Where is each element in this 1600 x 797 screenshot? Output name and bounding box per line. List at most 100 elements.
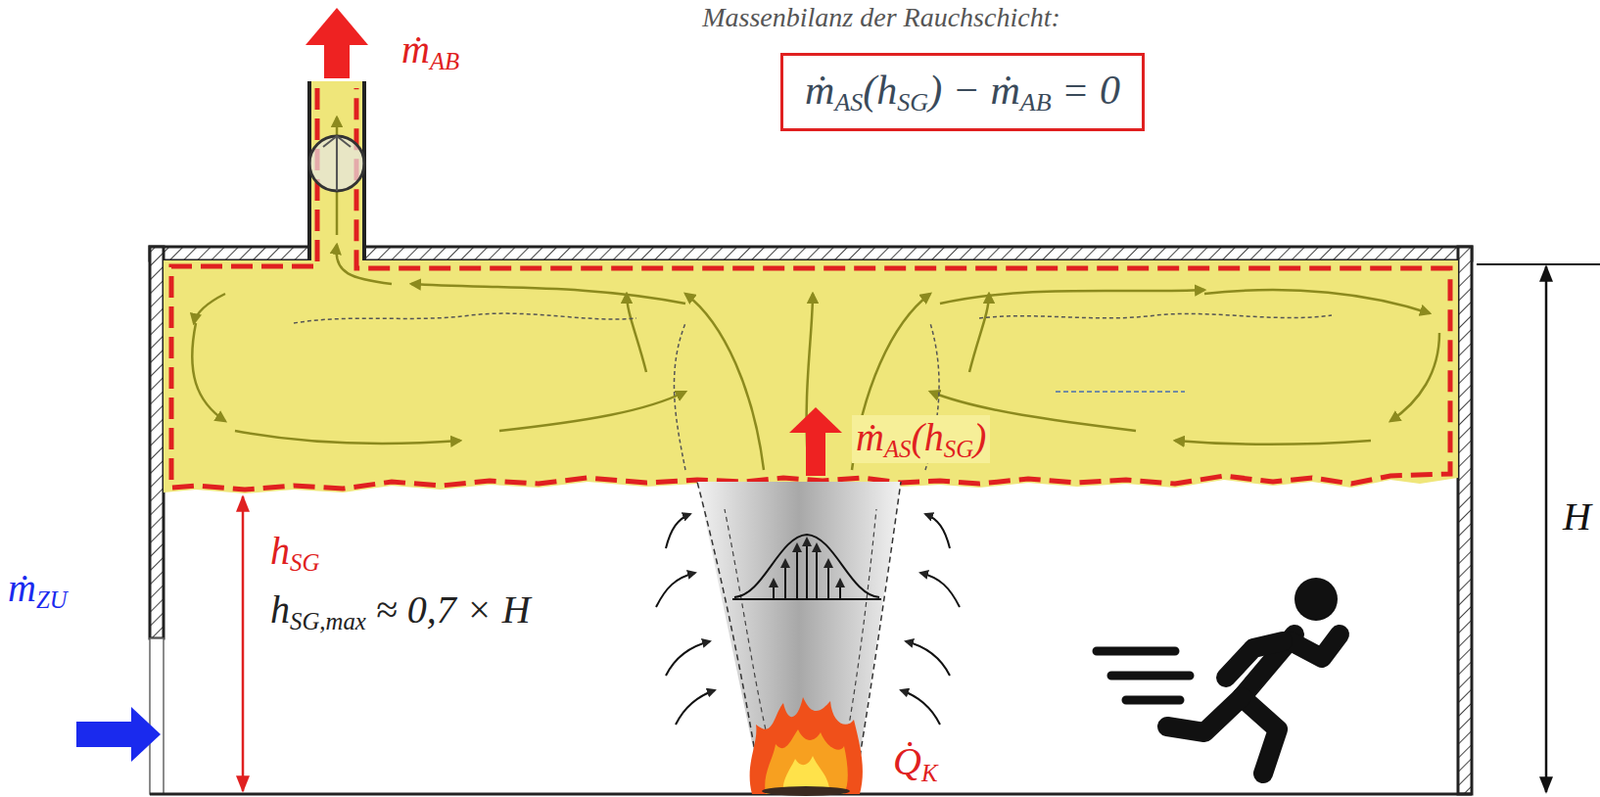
entrainment-arrows [905,641,950,676]
room-height: H [1562,494,1592,540]
equation: ṁAS(hSG) − ṁAB = 0 [804,66,1121,118]
running-person [1241,697,1278,774]
plume-mass-flow: ṁAS(hSG) [851,415,990,464]
symbol: h [270,587,290,632]
running-person [1294,577,1338,621]
fan [309,136,365,191]
fan [323,136,351,191]
symbol: (h [862,67,897,113]
symbol: = 0 [1051,67,1121,113]
running-person [1290,634,1340,659]
symbol: ṁ [804,67,835,113]
supply-mass-flow: ṁZU [7,565,68,614]
entrainment-arrows [900,690,941,725]
smoke-flow-arrows [940,289,1205,304]
fan [309,81,365,261]
fire [761,786,850,797]
fire [750,697,863,795]
running-person [1225,641,1283,678]
running-person [1096,651,1190,701]
room-walls [149,246,164,639]
smoke-flow-arrows [191,323,226,422]
entrainment-arrows [656,514,960,725]
eddies [979,313,1332,319]
symbol: ≈ 0,7 × H [366,587,531,632]
smoke-flow-arrows [685,293,764,471]
fire [764,729,848,795]
heat-release-rate: Q̇K [893,739,938,788]
subscript: AS [884,435,912,463]
gaussian-profile [805,538,808,600]
entrainment-arrows [656,572,696,608]
layer-flow-arrow [789,407,843,476]
supply-arrow [131,706,161,762]
supply-arrow [76,721,134,748]
exhaust-arrow [305,7,369,46]
smoke-layer [163,260,1459,494]
running-person [1096,577,1340,774]
smoke-flow-arrows [1175,440,1371,445]
smoke-flow-arrows [969,293,989,373]
smoke-flow-arrows [626,293,647,373]
symbol: Q̇ [893,739,922,784]
fire [750,697,863,797]
exhaust-mass-flow: ṁAB [401,27,460,76]
smoke-free-height: hSG [270,528,320,577]
entrainment-arrows [665,514,691,549]
room-walls [149,246,1472,795]
subscript: AS [834,88,863,117]
eddies [293,313,637,324]
subscript: K [921,759,939,787]
layer-flow-arrow [805,430,826,476]
smoke-flow-arrows [499,391,686,431]
eddies [673,323,686,471]
entrainment-arrows [925,514,950,549]
symbol: ṁ [401,27,430,72]
symbol: (h [910,415,943,460]
gaussian-profile [773,538,841,600]
gaussian-profile [772,579,775,600]
room-height-dimension [1476,263,1600,266]
smoke-flow-arrows [1390,332,1440,422]
gaussian-profile [732,534,882,600]
symbol: H [1562,494,1592,539]
room-walls [149,638,164,795]
gaussian-profile [827,560,830,600]
smoke-flow-arrows [191,117,1440,471]
max-height-note: hSG,max ≈ 0,7 × H [270,587,531,636]
smoke-free-height-dimension [241,496,245,792]
subscript: ZU [36,586,68,613]
smoke-layer [163,81,1459,494]
smoke-flow-arrows [193,293,226,324]
smoke-free-height-dimension [242,496,244,792]
subscript: SG [943,435,974,463]
entrainment-arrows [920,572,960,608]
title: Massenbilanz der Rauchschicht: [702,1,1061,34]
gaussian-profile [815,544,818,600]
entrainment-arrows [675,690,715,725]
equation-box: ṁAS(hSG) − ṁAB = 0 [780,52,1145,132]
dashed-marker [1055,390,1185,393]
smoke-flow-arrows [411,283,686,304]
smoke-flow-arrows [235,430,461,444]
room-height-dimension [1476,264,1600,793]
gaussian-profile [784,560,787,600]
symbol: ) − ṁ [928,67,1021,113]
gaussian-profile [796,544,799,600]
gaussian-profile [839,579,842,600]
symbol: ṁ [7,565,37,611]
supply-arrow [76,706,161,762]
layer-flow-arrow [789,407,843,433]
room-walls [1458,246,1472,795]
symbol: ) [973,415,987,460]
subscript: AB [1020,88,1052,117]
entrainment-arrows [665,641,710,676]
subscript: SG [289,549,320,576]
subscript: SG [896,88,929,117]
exhaust-arrow [305,7,369,79]
symbol: ṁ [855,415,885,460]
smoke-flow-arrows [1204,289,1430,314]
symbol: h [270,528,290,573]
room-height-dimension [1545,266,1549,793]
